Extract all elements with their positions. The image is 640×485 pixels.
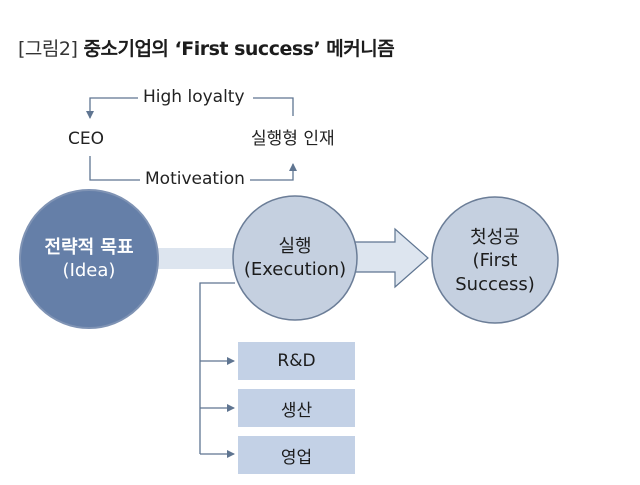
loop-top-label: High loyalty: [143, 87, 245, 107]
strategy-node-text: 전략적 목표 (Idea): [29, 220, 149, 298]
strategy-to-execution-band: [140, 248, 240, 269]
strategy-node-sub: (Idea): [62, 260, 116, 281]
strategy-node-title: 전략적 목표: [44, 236, 134, 258]
execution-circle: [232, 195, 358, 321]
execution-node-text: 실행 (Execution): [235, 220, 355, 296]
loop-bottom-label: Motiveation: [145, 169, 245, 189]
strategy-circle: [19, 189, 159, 329]
box-production-label: 생산: [280, 400, 313, 421]
figure-tag: [그림2]: [18, 38, 78, 60]
figure-title-text: 중소기업의 ‘First success’ 메커니즘: [83, 38, 395, 60]
box-production: [238, 389, 355, 427]
first-success-node-sub1: (First: [472, 250, 518, 272]
first-success-circle: [431, 196, 559, 324]
first-success-node-sub2: Success): [455, 273, 535, 295]
loop-top-line: [86, 97, 294, 119]
loop-right-label: 실행형 인재: [251, 129, 335, 149]
first-success-node-text: 첫성공 (First Success): [435, 222, 555, 300]
execution-node-title: 실행: [278, 235, 312, 257]
loop-left-label: CEO: [68, 129, 104, 149]
figure-title: [그림2] 중소기업의 ‘First success’ 메커니즘: [18, 34, 395, 61]
box-sales-label: 영업: [280, 447, 313, 468]
box-rnd-label: R&D: [277, 351, 316, 371]
box-rnd: [238, 342, 355, 380]
box-sales: [238, 436, 355, 474]
first-success-node-title: 첫성공: [470, 226, 520, 248]
loop-bottom-line: [89, 156, 297, 181]
branch-lines: [199, 282, 235, 458]
execution-node-sub: (Execution): [243, 259, 347, 280]
